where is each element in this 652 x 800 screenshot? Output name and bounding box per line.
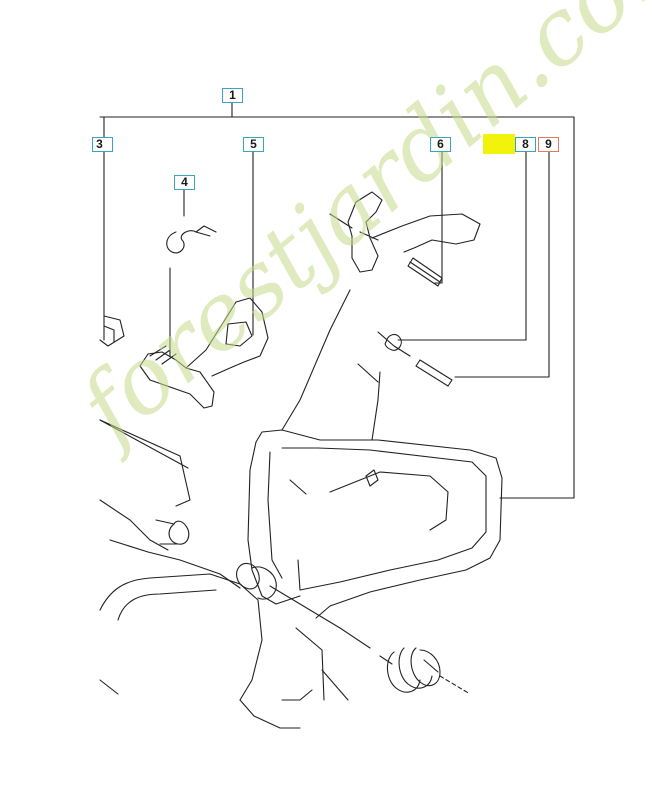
callout-8[interactable]: 8	[515, 137, 536, 152]
callout-highlight	[483, 134, 515, 154]
callout-1[interactable]: 1	[222, 88, 243, 103]
handle-frame-part	[255, 429, 503, 619]
leader-line-9	[454, 151, 550, 378]
housing-part	[99, 419, 191, 551]
pin-part	[415, 359, 453, 387]
throttle-trigger-part	[139, 351, 215, 409]
leader-line-6	[434, 151, 443, 284]
callout-3[interactable]: 3	[92, 137, 113, 152]
callout-6[interactable]: 6	[430, 137, 451, 152]
spring-clip-part	[166, 225, 217, 254]
bushing-part	[236, 562, 260, 590]
callout-4[interactable]: 4	[174, 175, 195, 190]
leader-line-8	[397, 151, 527, 341]
anti-vibration-element-part	[386, 651, 421, 693]
throttle-lockout-part	[347, 191, 383, 273]
callout-9[interactable]: 9	[538, 137, 559, 152]
spring-part	[384, 333, 402, 351]
callout-5[interactable]: 5	[243, 137, 264, 152]
leader-line-1	[99, 102, 575, 499]
